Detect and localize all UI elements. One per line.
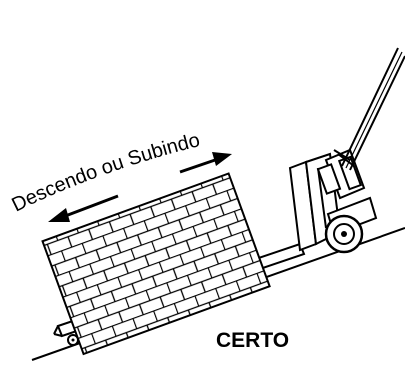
brick-load: [41, 172, 271, 356]
steering-wheel: [324, 214, 364, 254]
arrow-right-icon: [179, 152, 232, 174]
status-label: CERTO: [216, 329, 289, 352]
arrow-left-icon: [48, 194, 119, 222]
pallet-jack-handle: [333, 47, 405, 171]
